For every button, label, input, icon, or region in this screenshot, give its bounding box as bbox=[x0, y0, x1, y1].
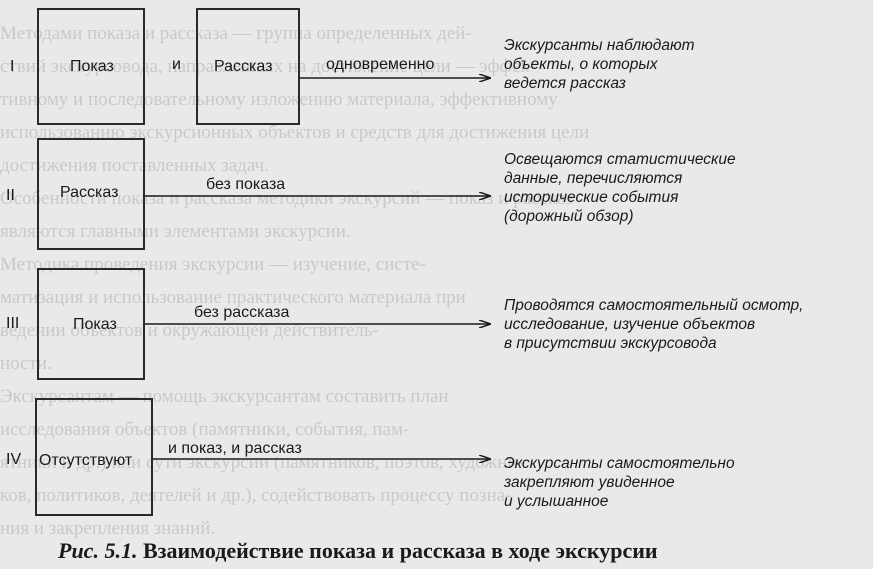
row-1-label: одновременно bbox=[326, 56, 435, 73]
figure-title: Взаимодействие показа и рассказа в ходе … bbox=[142, 538, 658, 563]
row-1-box-show: Показ bbox=[37, 8, 145, 125]
row-1-connector: и bbox=[172, 56, 181, 73]
row-1-box-show-label: Показ bbox=[70, 58, 114, 75]
row-3-box-show: Показ bbox=[37, 268, 145, 380]
row-1-box-story-label: Рассказ bbox=[214, 58, 273, 75]
row-4-description: Экскурсанты самостоятельно закрепляют ув… bbox=[504, 455, 735, 510]
row-4-box-none: Отсутствуют bbox=[35, 398, 153, 516]
row-1-box-story: Рассказ bbox=[196, 8, 300, 125]
row-1-description: Экскурсанты наблюдают объекты, о которых… bbox=[504, 37, 695, 92]
figure-caption: Рис. 5.1. Взаимодействие показа и расска… bbox=[58, 538, 658, 564]
row-2-box-story: Рассказ bbox=[37, 138, 145, 250]
row-4-label: и показ, и рассказ bbox=[168, 440, 302, 457]
row-3-label: без рассказа bbox=[194, 304, 290, 321]
row-1-numeral: I bbox=[10, 58, 15, 75]
row-3-box-show-label: Показ bbox=[73, 316, 117, 333]
row-4-numeral: IV bbox=[6, 451, 22, 468]
figure-number: Рис. 5.1. bbox=[58, 538, 138, 563]
row-2-box-story-label: Рассказ bbox=[60, 184, 119, 201]
row-3-description: Проводятся самостоятельный осмотр, иссле… bbox=[504, 297, 804, 352]
row-2-description: Освещаются статистические данные, перечи… bbox=[504, 151, 736, 225]
row-2-label: без показа bbox=[206, 176, 286, 193]
row-4-box-none-label: Отсутствуют bbox=[39, 452, 133, 469]
row-2-numeral: II bbox=[6, 187, 15, 204]
row-3-numeral: III bbox=[6, 315, 20, 332]
